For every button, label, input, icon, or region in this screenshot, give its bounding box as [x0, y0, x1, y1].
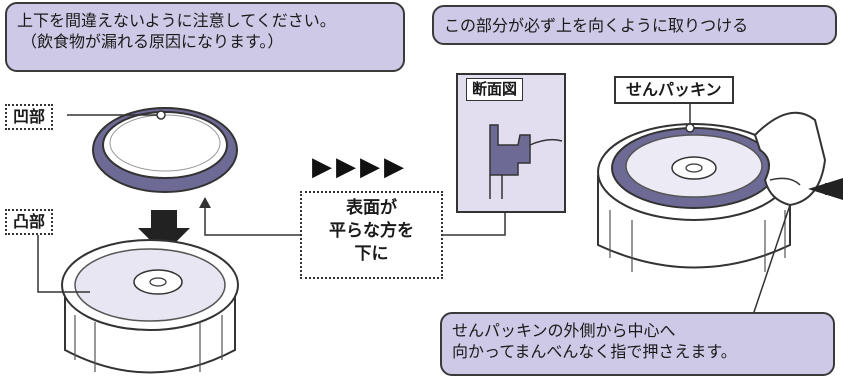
warning-line-1: 上下を間違えないように注意してください。	[17, 11, 336, 30]
orientation-warning-callout: 上下を間違えないように注意してください。 （飲食物が漏れる原因になります。）	[5, 2, 405, 72]
concave-label: 凹部	[5, 104, 54, 130]
press-instruction-callout: せんパッキンの外側から中心へ 向かってまんべんなく指で押さえます。	[440, 312, 835, 376]
note-line-1: 表面が	[346, 198, 397, 218]
mounting-direction-text: この部分が必ず上を向くように取りつける	[444, 16, 749, 35]
convex-label: 凸部	[5, 209, 54, 235]
cross-section-panel: 断面図	[456, 73, 566, 213]
cross-section-label: 断面図	[466, 78, 524, 101]
cross-section-illustration	[489, 124, 563, 199]
press-line-2: 向かってまんべんなく指で押さえます。	[452, 342, 737, 361]
flat-side-down-note: 表面が 平らな方を 下に	[300, 191, 443, 279]
mounting-direction-callout: この部分が必ず上を向くように取りつける	[432, 5, 837, 45]
note-line-2: 平らな方を	[329, 221, 414, 241]
gasket-label: せんパッキン	[614, 76, 734, 104]
lid-base-illustration	[61, 239, 239, 374]
warning-line-2: （飲食物が漏れる原因になります。）	[21, 32, 284, 51]
note-line-3: 下に	[354, 244, 389, 264]
lid-with-gasket-illustration	[597, 111, 827, 272]
press-line-1: せんパッキンの外側から中心へ	[452, 321, 676, 340]
step-arrows-icon: ▶▶▶▶	[312, 152, 408, 182]
gasket-ring-illustration	[92, 107, 238, 193]
